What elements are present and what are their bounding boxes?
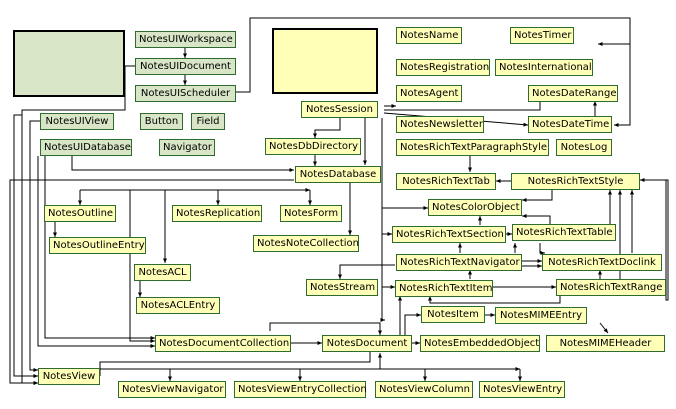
- node-notesuidatabase[interactable]: NotesUIDatabase: [40, 139, 132, 156]
- node-notesdatabase[interactable]: NotesDatabase: [295, 166, 381, 183]
- node-notesmimeentry[interactable]: NotesMIMEEntry: [495, 307, 587, 324]
- node-notesrichtextrange[interactable]: NotesRichTextRange: [556, 279, 666, 296]
- edge-trunk-main: [380, 118, 385, 322]
- edge-table-doclink: [539, 243, 545, 255]
- node-notesrichtextparagraphstyle[interactable]: NotesRichTextParagraphStyle: [396, 139, 549, 156]
- node-notesdaterange[interactable]: NotesDateRange: [528, 85, 618, 102]
- node-notesuiworkspace[interactable]: NotesUIWorkspace: [135, 31, 236, 48]
- edge-style-right: [640, 178, 669, 301]
- edge-bus-top: [236, 17, 631, 93]
- node-noteslog[interactable]: NotesLog: [556, 139, 612, 156]
- node-notesuiview[interactable]: NotesUIView: [40, 113, 114, 130]
- node-notesviewcolumn[interactable]: NotesViewColumn: [375, 381, 473, 398]
- edge-view-bus: [99, 367, 520, 376]
- node-notesuischeduler[interactable]: NotesUIScheduler: [135, 85, 236, 102]
- node-notesnewsletter[interactable]: NotesNewsletter: [396, 116, 484, 133]
- edge-document-item: [404, 313, 421, 335]
- node-notesrichtextdoclink[interactable]: NotesRichTextDoclink: [542, 254, 662, 271]
- node-notesnotecollection[interactable]: NotesNoteCollection: [253, 235, 359, 252]
- legend-back-end-swatch: [13, 30, 125, 97]
- node-notesviewentry[interactable]: NotesViewEntry: [479, 381, 565, 398]
- edge-document-up: [98, 352, 371, 376]
- edge-db-bus: [9, 179, 294, 385]
- node-notesuidocument[interactable]: NotesUIDocument: [135, 58, 236, 75]
- node-notesrichtexttable[interactable]: NotesRichTextTable: [512, 224, 616, 241]
- node-notesrichtexttab[interactable]: NotesRichTextTab: [396, 173, 496, 190]
- legend-front-end-swatch: [272, 28, 378, 94]
- node-notesagent[interactable]: NotesAgent: [396, 85, 462, 102]
- node-notessession[interactable]: NotesSession: [301, 101, 378, 118]
- edge-uiview-down: [29, 120, 40, 372]
- node-notesstream[interactable]: NotesStream: [306, 279, 378, 296]
- edge-rtstyle-colorobject: [522, 190, 553, 202]
- edge-uidatabase-document: [37, 156, 155, 348]
- node-notesdatetime[interactable]: NotesDateTime: [528, 116, 612, 133]
- edge-rttable-colorobject: [522, 214, 551, 225]
- edge-bus-timer: [614, 44, 631, 127]
- node-notesview[interactable]: NotesView: [38, 368, 100, 385]
- node-notesregistration[interactable]: NotesRegistration: [396, 59, 490, 76]
- node-notesform[interactable]: NotesForm: [280, 205, 342, 222]
- node-notesitem[interactable]: NotesItem: [421, 306, 485, 323]
- node-notesoutline[interactable]: NotesOutline: [44, 205, 116, 222]
- node-notesaclentry[interactable]: NotesACLEntry: [136, 297, 220, 314]
- node-notesrichtextnavigator[interactable]: NotesRichTextNavigator: [396, 254, 522, 271]
- node-notesmimeheader[interactable]: NotesMIMEHeader: [546, 335, 665, 352]
- node-button[interactable]: Button: [140, 113, 183, 130]
- node-notesinternational[interactable]: NotesInternational: [495, 59, 593, 76]
- node-notesrichtextstyle[interactable]: NotesRichTextStyle: [511, 173, 640, 190]
- node-field[interactable]: Field: [191, 113, 225, 130]
- node-navigator[interactable]: Navigator: [159, 139, 215, 156]
- node-notesacl[interactable]: NotesACL: [134, 264, 191, 281]
- node-notesrichtextsection[interactable]: NotesRichTextSection: [392, 226, 506, 243]
- node-notesdocumentcollection[interactable]: NotesDocumentCollection: [155, 335, 291, 352]
- edge-rtitem-stream: [338, 264, 395, 279]
- node-notesdbdirectory[interactable]: NotesDbDirectory: [265, 138, 361, 155]
- edge-uidoc-left: [13, 114, 38, 378]
- node-notesviewnavigator[interactable]: NotesViewNavigator: [118, 381, 226, 398]
- node-notesrichtextitem[interactable]: NotesRichTextItem: [395, 280, 493, 297]
- node-notesdocument[interactable]: NotesDocument: [322, 335, 412, 352]
- edge-range-rtitem: [428, 296, 561, 304]
- node-notescolorobject[interactable]: NotesColorObject: [428, 199, 522, 216]
- edge-mime-header: [599, 322, 609, 334]
- node-notesembeddedobject[interactable]: NotesEmbeddedObject: [420, 335, 540, 352]
- node-notesreplication[interactable]: NotesReplication: [172, 205, 262, 222]
- node-notesname[interactable]: NotesName: [396, 27, 462, 44]
- edge-collection-document: [269, 322, 382, 335]
- edge-uidatabase-database: [71, 156, 294, 172]
- node-notestimer[interactable]: NotesTimer: [510, 27, 574, 44]
- node-notesviewentrycollection[interactable]: NotesViewEntryCollection: [234, 381, 367, 398]
- node-notesoutlineentry[interactable]: NotesOutlineEntry: [49, 237, 146, 254]
- edge-session-dbdir: [313, 118, 341, 138]
